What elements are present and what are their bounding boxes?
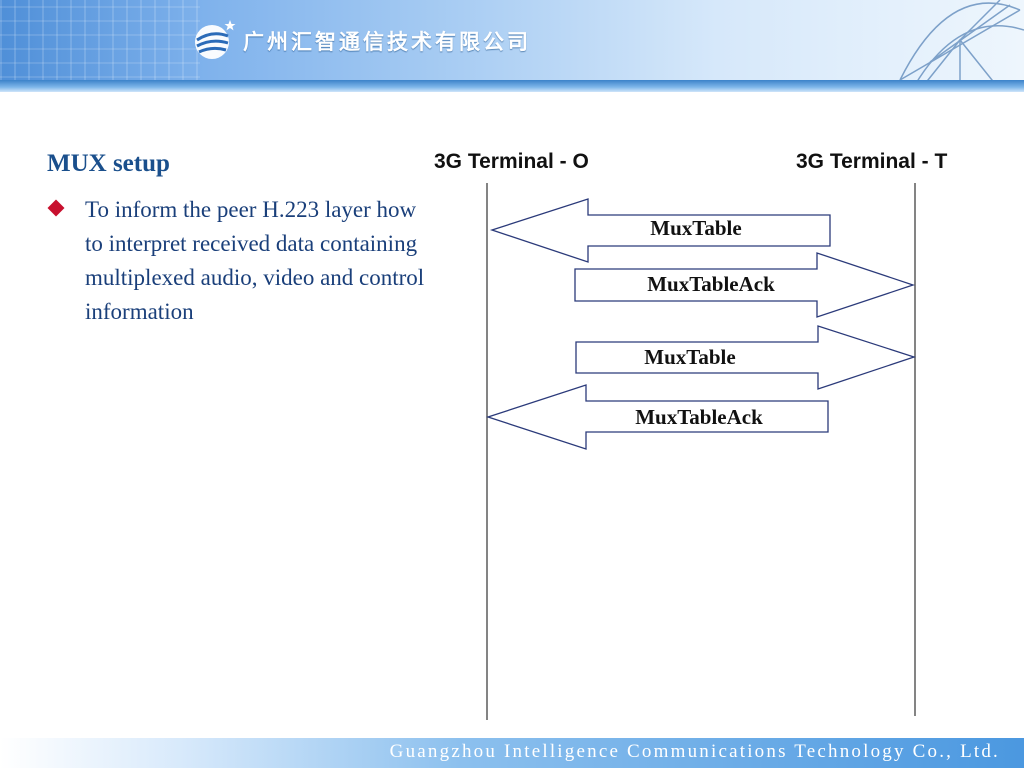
message-arrow-1 [489, 198, 831, 263]
footer-bar [0, 738, 1024, 768]
header-banner [0, 0, 1024, 92]
message-label-1: MuxTable [650, 216, 742, 240]
message-label-3: MuxTable [644, 345, 736, 369]
header-pattern [0, 0, 200, 92]
company-name-cn: 广州汇智通信技术有限公司 [243, 30, 531, 54]
slide-title: MUX setup [47, 150, 170, 177]
message-label-2: MuxTableAck [647, 272, 775, 296]
header-divider [0, 80, 1024, 92]
message-arrow-4 [485, 384, 829, 450]
company-logo-icon [195, 20, 236, 59]
company-name-en: Guangzhou Intelligence Communications Te… [389, 741, 1000, 762]
terminal-t-label: 3G Terminal - T [796, 150, 948, 173]
message-arrow-3 [575, 325, 917, 390]
message-label-4: MuxTableAck [635, 405, 763, 429]
terminal-o-label: 3G Terminal - O [434, 150, 589, 173]
bullet-text: To inform the peer H.223 layer how to in… [85, 197, 425, 324]
message-arrow-2 [574, 252, 916, 318]
